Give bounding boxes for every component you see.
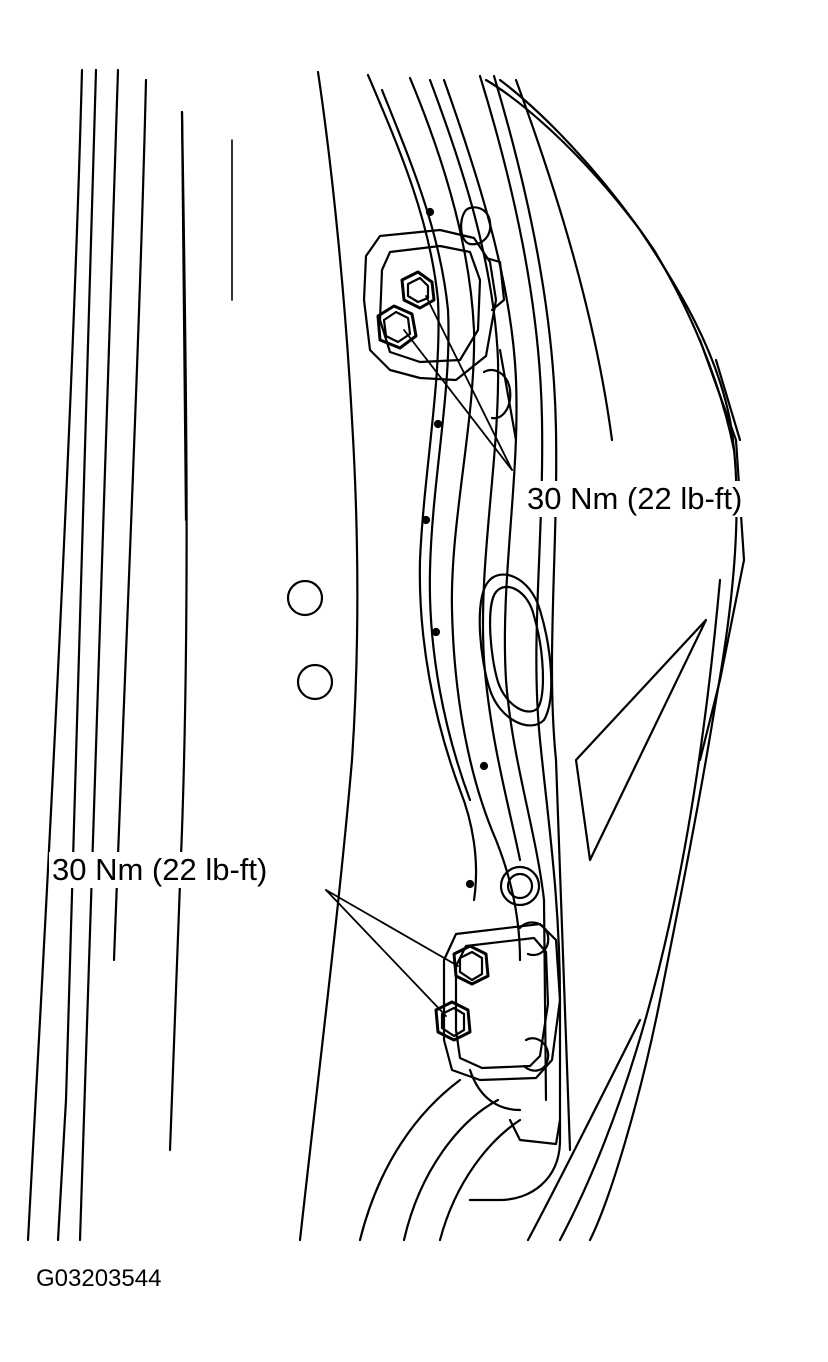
door-hole-lower — [296, 663, 334, 701]
lower-bolt-bottom — [434, 1000, 472, 1042]
leader-lines — [325, 295, 513, 1017]
body-pillar — [358, 73, 746, 1242]
leader-upper-bolt-bottom — [403, 329, 513, 471]
figure-reference-id: G03203544 — [36, 1265, 162, 1292]
upper-hinge — [362, 206, 518, 442]
access-hole — [478, 573, 553, 727]
upper-bolt-top — [400, 270, 436, 310]
leader-upper-bolt-top — [425, 295, 513, 471]
pillar-hole — [499, 865, 541, 907]
upper-hinge-bolts — [376, 270, 436, 350]
leader-lower-bolt-top — [325, 889, 459, 967]
leader-lower-bolt-bottom — [325, 889, 447, 1017]
torque-callout-lower-hinge: 30 Nm (22 lb-ft) — [49, 852, 271, 888]
upper-bolt-bottom — [376, 304, 418, 350]
lower-hinge — [442, 921, 562, 1146]
door-hole-upper — [286, 579, 324, 617]
torque-callout-upper-hinge: 30 Nm (22 lb-ft) — [524, 481, 746, 517]
door-skin-lines — [26, 68, 359, 1242]
lower-bolt-top — [452, 944, 490, 986]
body-holes — [286, 207, 541, 907]
lower-hinge-bolts — [434, 944, 490, 1042]
